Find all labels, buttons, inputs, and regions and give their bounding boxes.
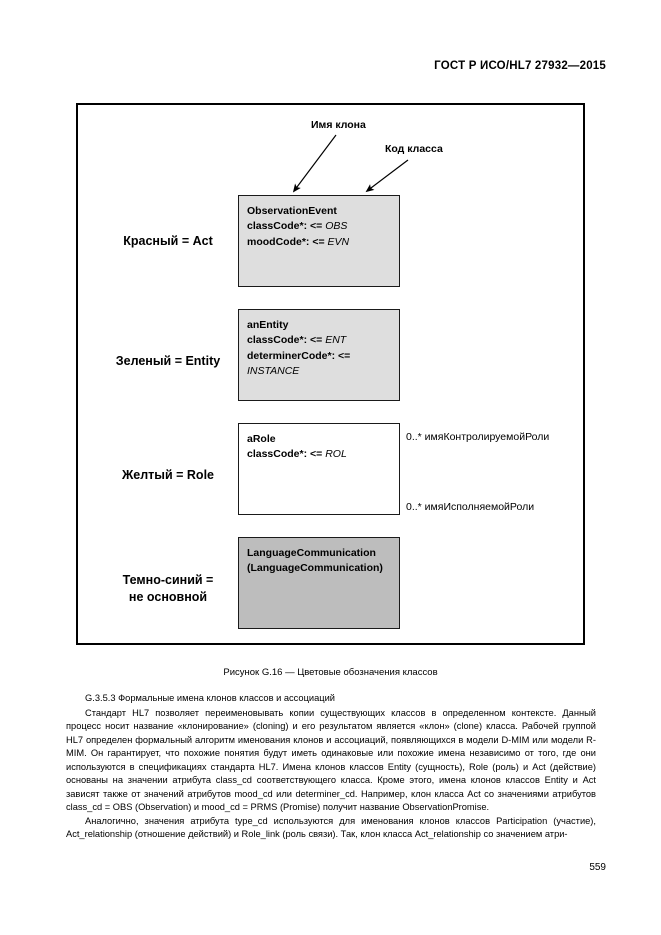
body-paragraph-1: Стандарт HL7 позволяет переименовывать к… [66, 707, 596, 813]
section-heading: G.3.5.3 Формальные имена клонов классов … [85, 693, 336, 703]
class-name-an-entity: anEntity [247, 319, 289, 331]
figure-container: Имя клона Код класса Красный = Act Зелен… [76, 103, 585, 645]
arrow-clone-name [292, 134, 337, 193]
class-attr-role-classcode: classCode*: <= ROL [247, 447, 391, 462]
class-attr-determinercode: determinerCode*: <= INSTANCE [247, 349, 391, 380]
page-header-standard-title: ГОСТ Р ИСО/HL7 27932—2015 [434, 60, 606, 72]
page-number: 559 [589, 862, 606, 873]
class-attr-role-classcode-key: classCode*: <= [247, 448, 323, 461]
class-attr-entity-classcode-value: ENT [325, 334, 347, 347]
class-attr-moodcode: moodCode*: <= EVN [247, 235, 391, 250]
body-paragraph-2: Аналогично, значения атрибута type_cd ис… [66, 815, 596, 840]
class-attr-determinercode-value: INSTANCE [247, 365, 300, 378]
legend-item-act: Красный = Act [123, 234, 213, 248]
class-name-language-communication: LanguageCommunication [247, 547, 376, 559]
class-attr-classcode: classCode*: <= OBS [247, 219, 391, 234]
class-attr-classcode-value: OBS [325, 220, 348, 233]
class-attr-role-classcode-value: ROL [325, 448, 347, 461]
body-text: G.3.5.3 Формальные имена клонов классов … [66, 692, 596, 842]
legend-item-role: Желтый = Role [121, 468, 214, 482]
class-attr-moodcode-key: moodCode*: <= [247, 235, 325, 248]
legend-item-non-key-line2: не основной [128, 589, 208, 604]
class-attr-determinercode-key: determinerCode*: <= [247, 349, 351, 362]
annotation-label-class-code: Код класса [385, 143, 443, 155]
class-name-observation-event: ObservationEvent [247, 205, 337, 217]
class-box-a-role: aRole classCode*: <= ROL [238, 423, 400, 515]
class-attr-classcode-key: classCode*: <= [247, 220, 323, 233]
class-name-a-role: aRole [247, 433, 276, 445]
role-label-performed-role: 0..* имяИсполняемойРоли [406, 501, 535, 513]
class-attr-entity-classcode-key: classCode*: <= [247, 334, 323, 347]
class-box-an-entity: anEntity classCode*: <= ENT determinerCo… [238, 309, 400, 401]
class-box-language-communication: LanguageCommunication (LanguageCommunica… [238, 537, 400, 629]
legend-item-entity: Зеленый = Entity [115, 354, 221, 368]
legend-item-non-key-line1: Темно-синий = [122, 573, 214, 587]
annotation-label-clone-name: Имя клона [311, 119, 366, 131]
class-name-language-communication-alias: (LanguageCommunication) [247, 562, 383, 575]
role-label-controlled-role: 0..* имяКонтролируемойРоли [406, 431, 550, 443]
class-attr-entity-classcode: classCode*: <= ENT [247, 333, 391, 348]
figure-caption: Рисунок G.16 — Цветовые обозначения клас… [223, 667, 438, 678]
figure-inner: Имя клона Код класса Красный = Act Зелен… [78, 105, 583, 643]
class-box-observation-event: ObservationEvent classCode*: <= OBS mood… [238, 195, 400, 287]
class-attr-moodcode-value: EVN [327, 235, 350, 248]
arrow-class-code [365, 159, 409, 193]
legend-item-non-key: Темно-синий = не основной [83, 572, 253, 605]
